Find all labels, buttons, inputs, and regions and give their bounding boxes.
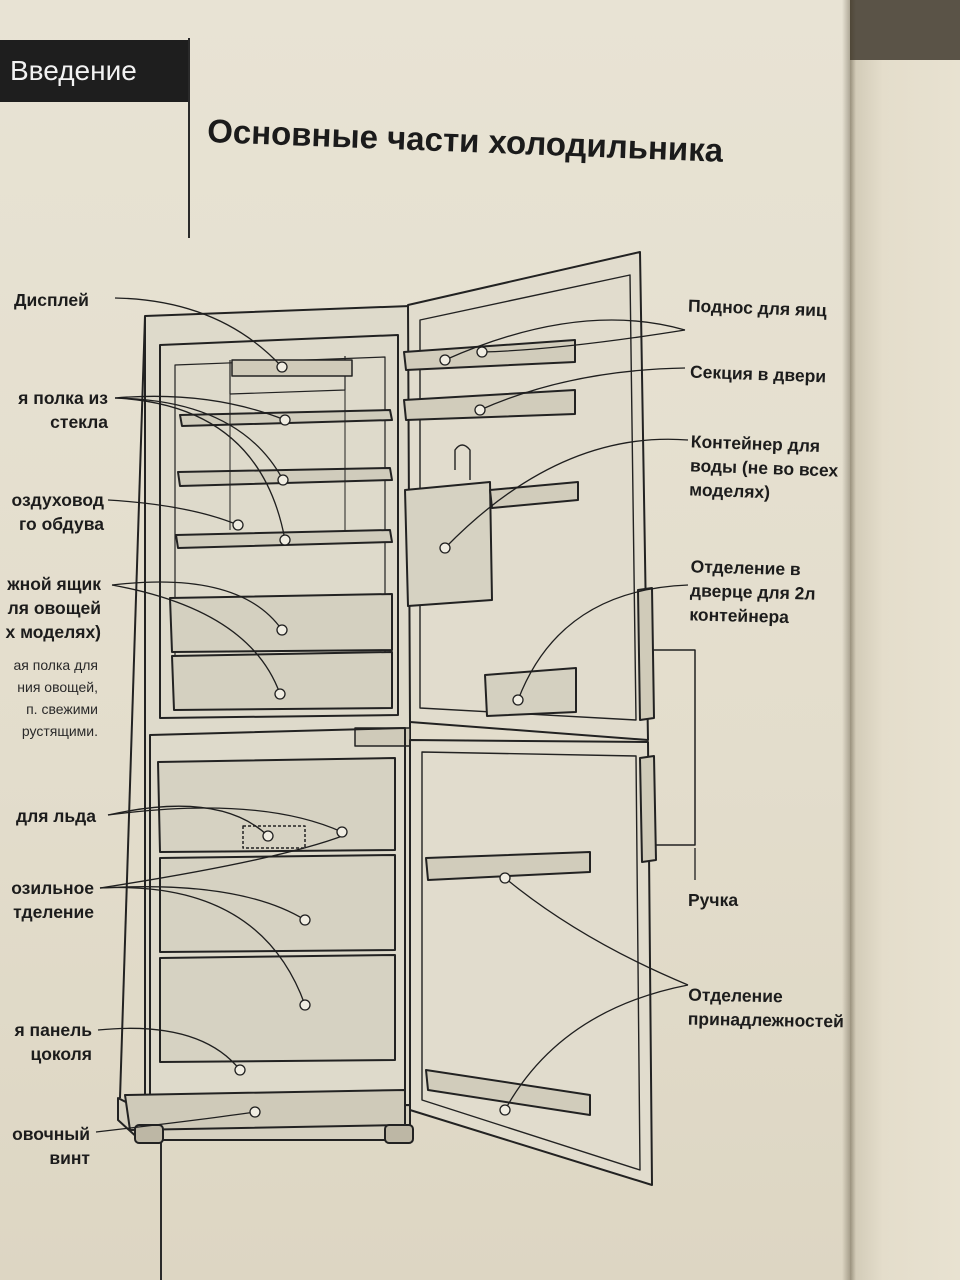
right-page-edge (850, 60, 960, 1280)
fridge-compartment (159, 334, 399, 719)
book-gutter (842, 0, 856, 1280)
lower-door (409, 739, 653, 1186)
label-two-l-compartment: Отделение в дверце для 2л контейнера (689, 556, 816, 627)
label-handle: Ручка (688, 890, 739, 910)
two-l-shelf (484, 667, 577, 717)
door-section (403, 389, 576, 421)
section-tab: Введение (0, 40, 190, 102)
label-ice: для льда (15, 806, 96, 826)
water-shelf (489, 481, 579, 509)
crisper-drawer-2 (171, 651, 393, 711)
foot-left (134, 1124, 164, 1144)
accessory-shelf-2 (425, 1069, 591, 1116)
foot-right (384, 1124, 414, 1144)
label-levelling-screw: овочный винт (12, 1124, 90, 1168)
label-freezer: озильное тделение (11, 878, 94, 922)
label-display: Дисплей (14, 290, 89, 310)
header-rule (188, 38, 190, 238)
display-panel (231, 359, 353, 377)
label-accessories: Отделение принадлежностей (687, 984, 845, 1032)
ice-tray (242, 825, 306, 849)
note-crisper-drawer: ая полка для ния овощей, п. свежими руст… (13, 657, 98, 739)
freezer-drawer-2 (159, 854, 396, 953)
label-crisper-drawer: жной ящик ля овощей х моделях) (5, 574, 102, 642)
label-egg-tray: Поднос для яиц (687, 295, 828, 321)
label-glass-shelf: я полка из стекла (18, 388, 108, 432)
label-water-container: Контейнер для воды (не во всех моделях) (688, 431, 839, 503)
crisper-drawer-1 (169, 593, 393, 653)
margin-rule (160, 1100, 162, 1280)
label-plinth: я панель цоколя (14, 1020, 92, 1064)
lower-handle (639, 755, 657, 863)
accessory-shelf-1 (425, 851, 591, 881)
label-air-duct: оздуховод го обдува (11, 490, 104, 534)
freezer-drawer-3 (159, 954, 396, 1063)
label-door-section: Секция в двери (689, 361, 827, 387)
upper-handle (637, 587, 655, 721)
control-strip (354, 727, 411, 747)
freezer-drawer-1 (157, 757, 396, 853)
